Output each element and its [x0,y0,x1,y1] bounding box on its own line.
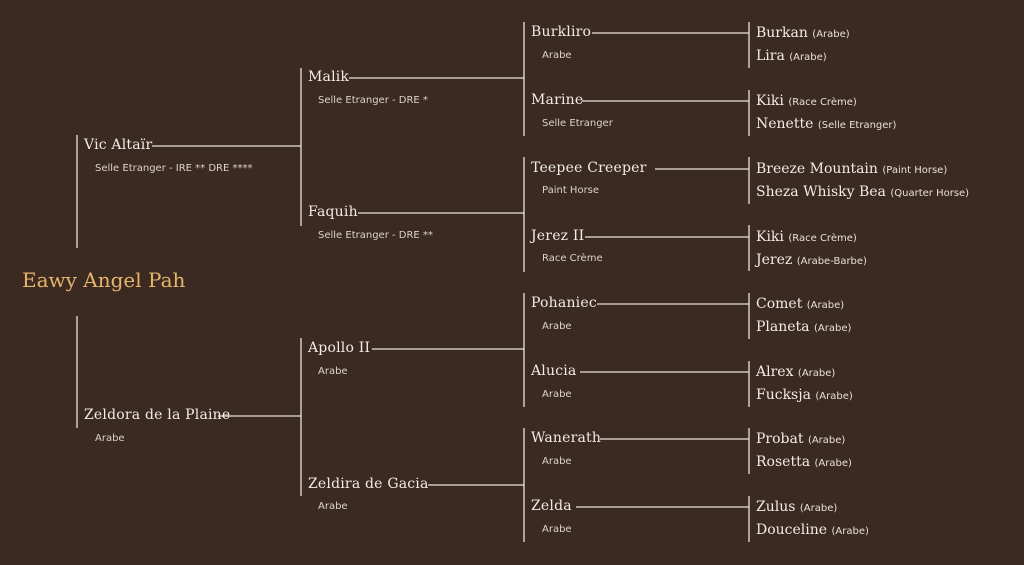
ancestor-entry: Douceline (Arabe) [756,522,869,538]
great-grandparent-name: Jerez II [531,228,585,244]
great-grandparent-info: Arabe [542,321,572,332]
grandparent-name: Faquih [308,204,358,220]
ancestor-name: Jerez [756,252,793,268]
ancestor-entry: Probat (Arabe) [756,431,845,447]
root-horse-name: Eawy Angel Pah [22,268,186,292]
ancestor-breed: (Paint Horse) [882,165,948,176]
ancestor-entry: Burkan (Arabe) [756,25,850,41]
ancestor-breed: (Arabe) [799,503,838,514]
ancestor-entry: Jerez (Arabe-Barbe) [756,252,867,268]
ancestor-entry: Zulus (Arabe) [756,499,837,515]
grandparent-name: Malik [308,69,350,85]
ancestor-name: Douceline [756,522,828,538]
ancestor-name: Kiki [756,229,784,245]
great-grandparent-name: Burkliro [531,24,592,40]
grandparent-name: Zeldira de Gacia [308,476,429,492]
ancestor-name: Probat [756,431,804,447]
grandparent-info: Selle Etranger - DRE ** [318,230,433,241]
dam-name: Zeldora de la Plaine [84,407,231,423]
ancestor-entry: Kiki (Race Crème) [756,93,857,109]
ancestor-entry: Nenette (Selle Etranger) [756,116,896,132]
great-grandparent-name: Teepee Creeper [531,160,647,176]
great-grandparent-info: Arabe [542,524,572,535]
great-grandparent-name: Wanerath [531,430,602,446]
ancestor-breed: (Arabe) [815,391,853,402]
ancestor-name: Sheza Whisky Bea [756,184,886,200]
ancestor-entry: Kiki (Race Crème) [756,229,857,245]
great-grandparent-name: Zelda [531,498,572,514]
ancestor-name: Kiki [756,93,784,109]
great-grandparent-info: Arabe [542,456,572,467]
ancestor-entry: Breeze Mountain (Paint Horse) [756,161,947,177]
ancestor-entry: Lira (Arabe) [756,48,827,64]
ancestor-breed: (Quarter Horse) [890,188,970,199]
ancestor-name: Alrex [756,364,794,380]
ancestor-breed: (Arabe) [797,368,836,379]
dam-info: Arabe [95,433,125,444]
ancestor-breed: (Arabe) [806,300,845,311]
ancestor-entry: Sheza Whisky Bea (Quarter Horse) [756,184,969,200]
ancestor-name: Planeta [756,319,810,335]
ancestor-entry: Alrex (Arabe) [756,364,835,380]
great-grandparent-name: Alucia [531,363,577,379]
ancestor-name: Breeze Mountain [756,161,878,177]
great-grandparent-info: Paint Horse [542,185,600,196]
grandparent-info: Selle Etranger - DRE * [318,95,428,106]
ancestor-name: Lira [756,48,785,64]
great-grandparent-info: Race Crème [542,253,603,264]
ancestor-breed: (Selle Etranger) [817,120,897,131]
ancestor-breed: (Arabe) [813,323,852,334]
ancestor-entry: Fucksja (Arabe) [756,387,853,403]
ancestor-name: Rosetta [756,454,811,470]
great-grandparent-info: Selle Etranger [542,118,613,129]
ancestor-name: Zulus [756,499,796,515]
ancestor-name: Comet [756,296,803,312]
grandparent-info: Arabe [318,501,348,512]
ancestor-breed: (Race Crème) [788,233,857,244]
ancestor-breed: (Arabe) [831,526,869,537]
ancestor-breed: (Arabe) [789,52,827,63]
ancestor-breed: (Arabe-Barbe) [796,256,867,267]
ancestor-breed: (Arabe) [814,458,852,469]
ancestor-name: Fucksja [756,387,811,403]
great-grandparent-info: Arabe [542,50,572,61]
great-grandparent-info: Arabe [542,389,572,400]
ancestor-breed: (Arabe) [812,29,850,40]
ancestor-breed: (Race Crème) [788,97,857,108]
ancestor-entry: Comet (Arabe) [756,296,844,312]
ancestor-entry: Planeta (Arabe) [756,319,851,335]
ancestor-name: Nenette [756,116,814,132]
grandparent-name: Apollo II [308,340,371,356]
great-grandparent-name: Pohaniec [531,295,597,311]
ancestor-entry: Rosetta (Arabe) [756,454,852,470]
great-grandparent-name: Marine [531,92,584,108]
ancestor-breed: (Arabe) [807,435,846,446]
ancestor-name: Burkan [756,25,808,41]
grandparent-info: Arabe [318,366,348,377]
sire-name: Vic Altaïr [84,137,153,153]
sire-info: Selle Etranger - IRE ** DRE **** [95,163,253,174]
